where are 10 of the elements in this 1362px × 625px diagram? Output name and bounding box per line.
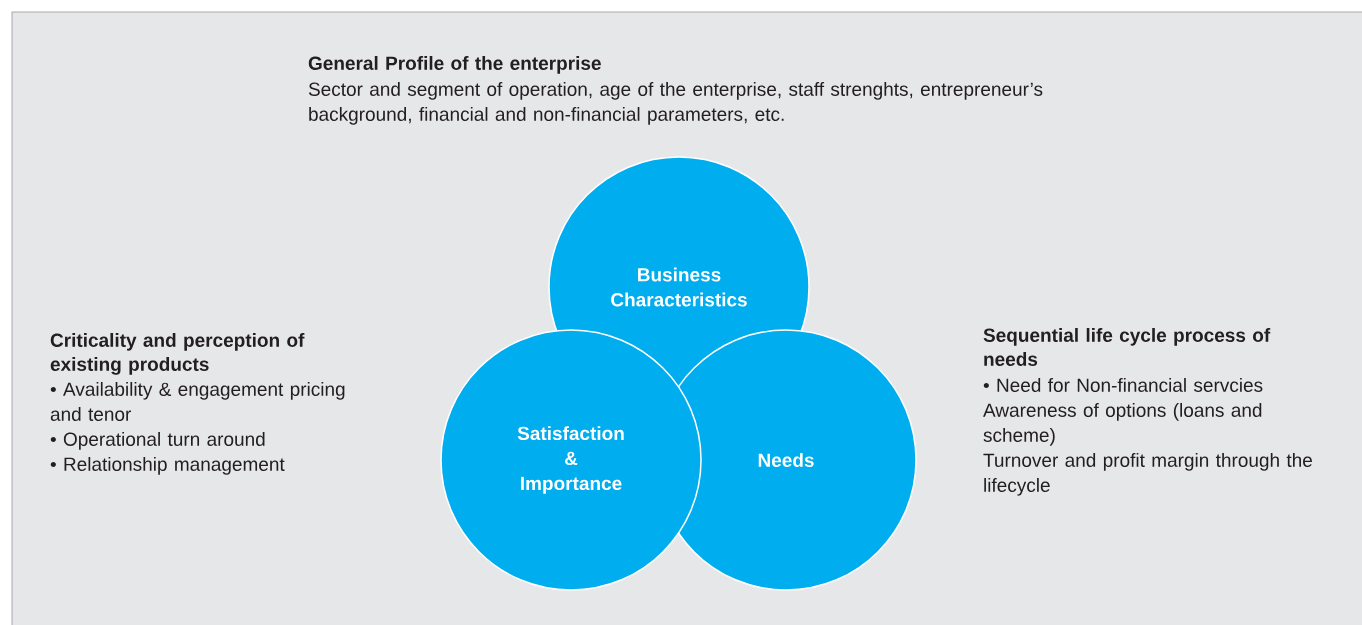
description-text: Turnover and profit margin through the lifecycle bbox=[983, 453, 1312, 496]
description-text: • Need for Non-financial servcies bbox=[983, 378, 1263, 392]
description-text: Sector and segment of operation, age of the enterprise, staff strenghts, entrepreneur’s background, financial and non-financial parameters, etc. bbox=[308, 82, 1043, 125]
bullet-item: • Operational turn around bbox=[50, 432, 265, 450]
bullet-item: • Availability & engagement pricing and tenor bbox=[50, 382, 345, 421]
description-text: Awareness of options (loans and scheme) bbox=[983, 403, 1262, 446]
section-heading: Criticality and perception of existing products bbox=[50, 333, 305, 375]
section-heading: Sequential life cycle process of needs bbox=[983, 328, 1271, 366]
section-heading: General Profile of the enterprise bbox=[308, 56, 601, 74]
bullet-item: • Relationship management bbox=[50, 457, 285, 475]
